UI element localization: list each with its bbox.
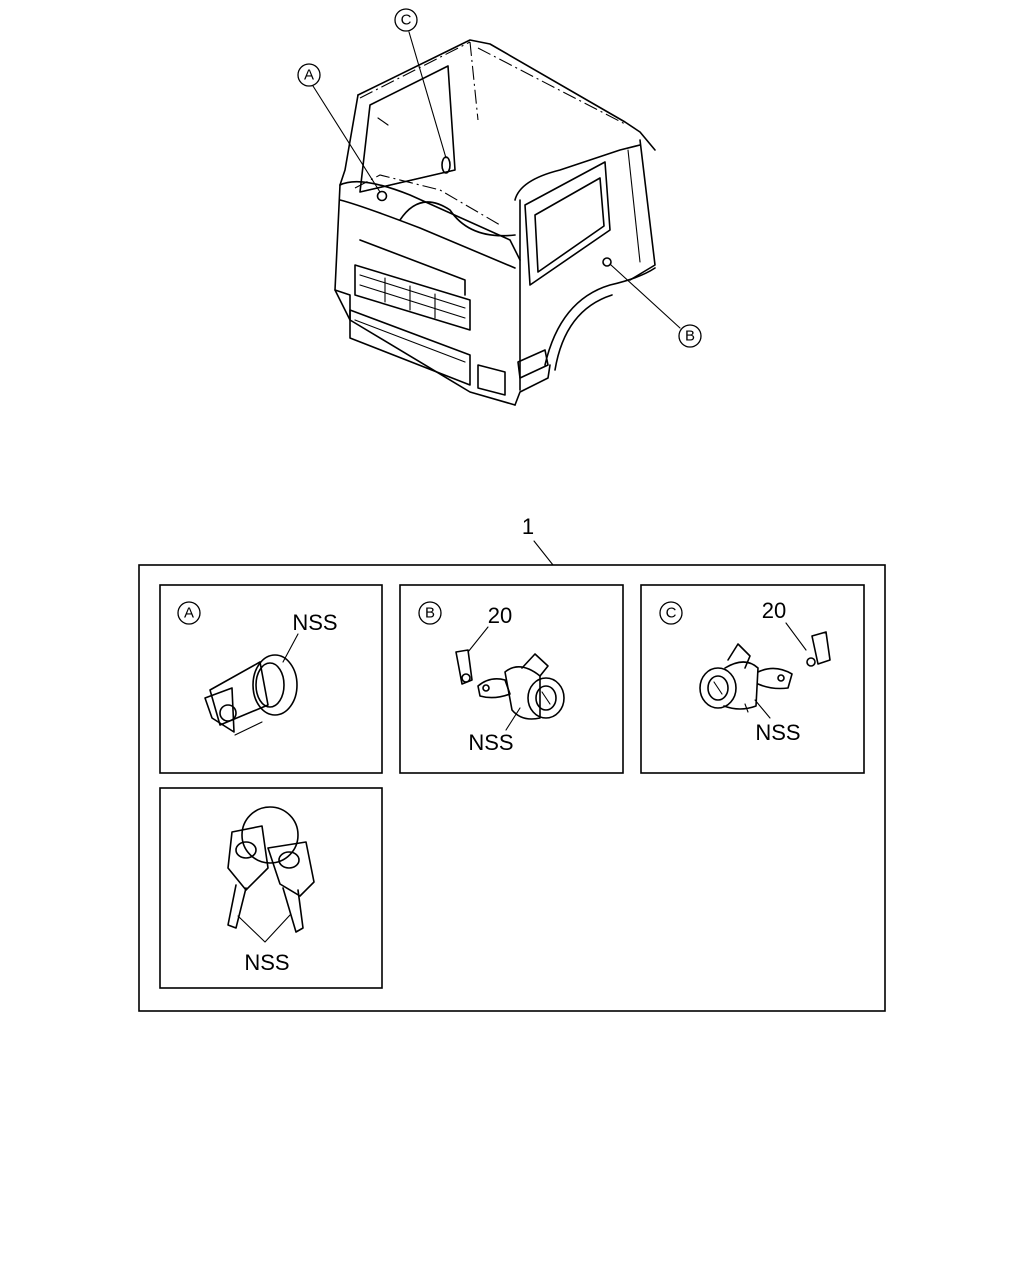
assembly-leader-line [533,540,554,566]
panel-b-letter: B [425,605,435,622]
panel-keys-label: NSS [244,950,289,975]
panel-a: A NSS [159,584,383,774]
panel-b-ref: 20 [488,603,512,628]
svg-text:A: A [304,67,314,84]
panel-c-label: NSS [755,720,800,745]
leader-line-b [610,264,681,329]
callout-c: C [394,8,418,32]
svg-text:B: B [685,328,695,345]
panel-b: B 20 NSS [399,584,624,774]
panel-c-ref: 20 [762,598,786,623]
key-set [227,806,315,933]
door-lock-cylinder-right [455,649,565,720]
panel-c-letter: C [666,605,677,622]
leader-line-c [408,31,447,159]
door-lock-cylinder-left [699,631,831,713]
panel-keys: NSS [159,787,383,989]
callout-b: B [678,324,702,348]
svg-text:C: C [401,12,412,29]
panel-c: C 20 NSS [640,584,865,774]
leader-line-a [312,85,381,193]
callout-a: A [297,63,321,87]
truck-cab-illustration [334,39,656,406]
panel-a-label: NSS [292,610,337,635]
panel-b-label: NSS [468,730,513,755]
ignition-lock-cylinder [204,654,298,736]
assembly-ref-number: 1 [522,514,534,539]
panel-a-letter: A [184,605,194,622]
